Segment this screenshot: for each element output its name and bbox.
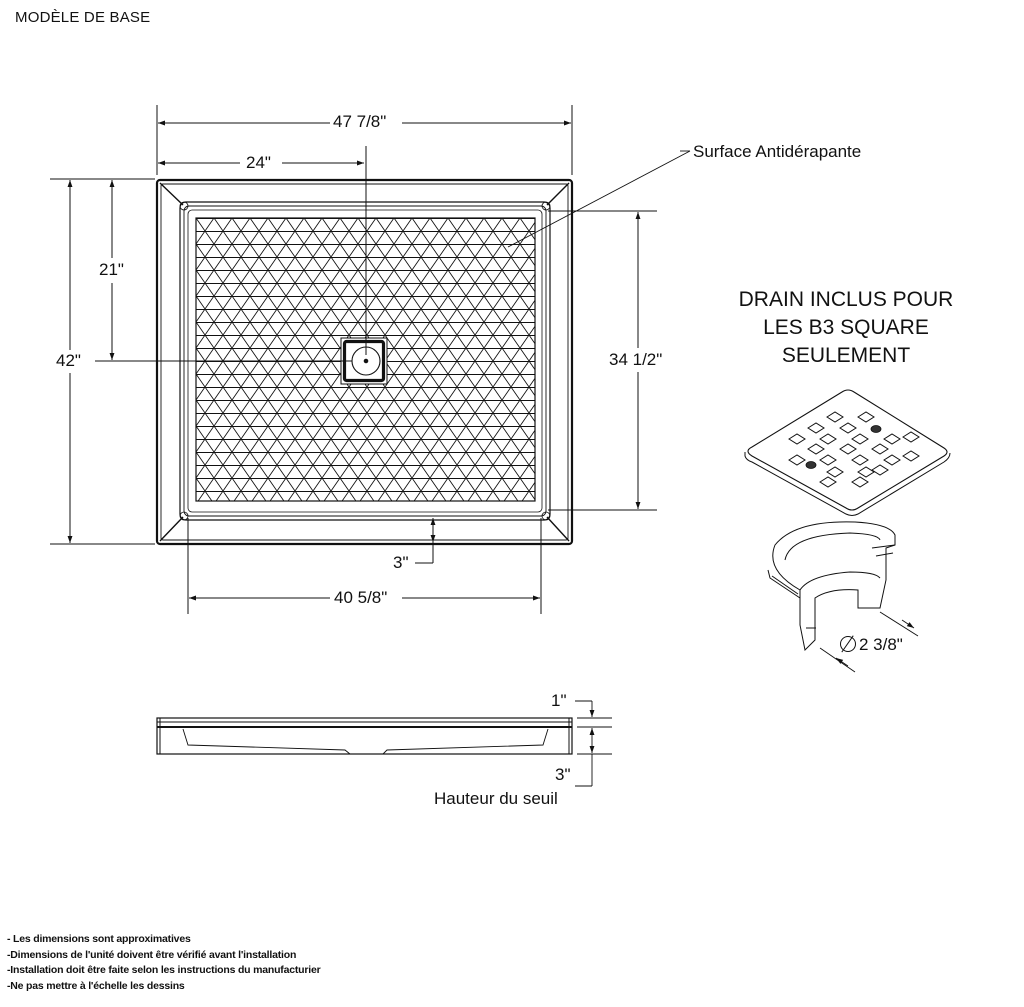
note-item: -Installation doit être faite selon les … — [7, 964, 321, 976]
drain-icon — [340, 337, 388, 385]
dim-lip-height: 1" — [551, 691, 567, 710]
drain-heading-line-3: SEULEMENT — [781, 344, 911, 367]
note-item: -Dimensions de l'unité doivent être véri… — [7, 948, 297, 961]
notes-list: - Les dimensions sont approximatives -Di… — [7, 932, 321, 994]
drain-heading-line-2: LES B3 SQUARE — [763, 316, 929, 339]
dim-overall-depth: 42" — [53, 352, 84, 370]
dim-threshold-width: 3" — [390, 554, 412, 572]
drain-heading-line-1: DRAIN INCLUS POUR — [738, 288, 954, 311]
drain-body-illustration — [767, 521, 896, 652]
callout-anti-slip-surface: Surface Antidérapante — [693, 142, 862, 161]
dim-drain-offset-y: 21" — [96, 261, 127, 279]
diameter-icon — [840, 635, 856, 653]
side-view — [156, 700, 612, 787]
drain-heading: DRAIN INCLUS POUR LES B3 SQUARE SEULEMEN… — [716, 286, 976, 370]
note-item: - Les dimensions sont approximatives — [7, 933, 191, 945]
diameter-dimension — [819, 611, 919, 673]
drawing-title: MODÈLE DE BASE — [15, 9, 151, 26]
dim-inner-width: 40 5/8" — [331, 589, 391, 607]
dim-drain-diameter: 2 3/8" — [840, 635, 903, 654]
diameter-value: 2 3/8" — [859, 635, 903, 654]
dim-drain-offset-x: 24" — [243, 154, 274, 172]
note-item: -Ne pas mettre à l'échelle les dessins — [7, 979, 185, 992]
top-view — [50, 105, 691, 614]
dim-threshold-height: 3" — [555, 765, 571, 784]
drain-grate-illustration — [744, 389, 951, 516]
dim-overall-width: 47 7/8" — [330, 113, 390, 131]
dim-inner-depth: 34 1/2" — [606, 351, 666, 369]
threshold-height-label: Hauteur du seuil — [434, 789, 558, 808]
